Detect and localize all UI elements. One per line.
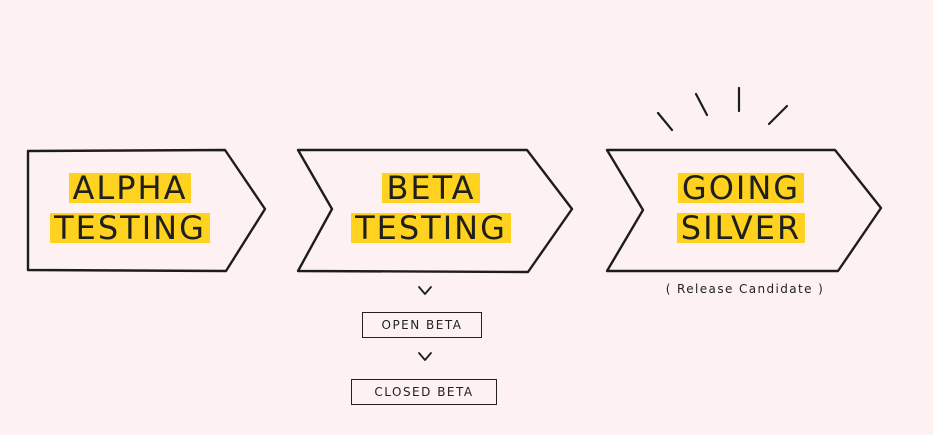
alpha-stage-label: ALPHA TESTING — [30, 168, 230, 248]
beta-stage-line-1: BETA — [382, 168, 480, 208]
going-silver-stage-line-2: SILVER — [676, 208, 806, 248]
beta-stage-arrow-shape — [296, 148, 574, 274]
beta-stage-line-2: TESTING — [351, 208, 511, 248]
going-silver-stage-label: GOING SILVER — [636, 168, 846, 248]
going-silver-stage-line-1: GOING — [677, 168, 805, 208]
chevron-down-icon — [418, 286, 432, 295]
going-silver-stage-arrow-shape — [605, 148, 883, 273]
beta-stage-label: BETA TESTING — [326, 168, 536, 248]
alpha-stage-line-2: TESTING — [50, 208, 210, 248]
burst-lines-icon — [656, 86, 789, 132]
chevron-down-icon — [418, 352, 432, 361]
release-candidate-note: ( Release Candidate ) — [665, 282, 825, 296]
alpha-stage-line-1: ALPHA — [68, 168, 192, 208]
open-beta-box: OPEN BETA — [362, 312, 482, 338]
closed-beta-box: CLOSED BETA — [351, 379, 497, 405]
alpha-stage-arrow-shape — [26, 148, 267, 273]
